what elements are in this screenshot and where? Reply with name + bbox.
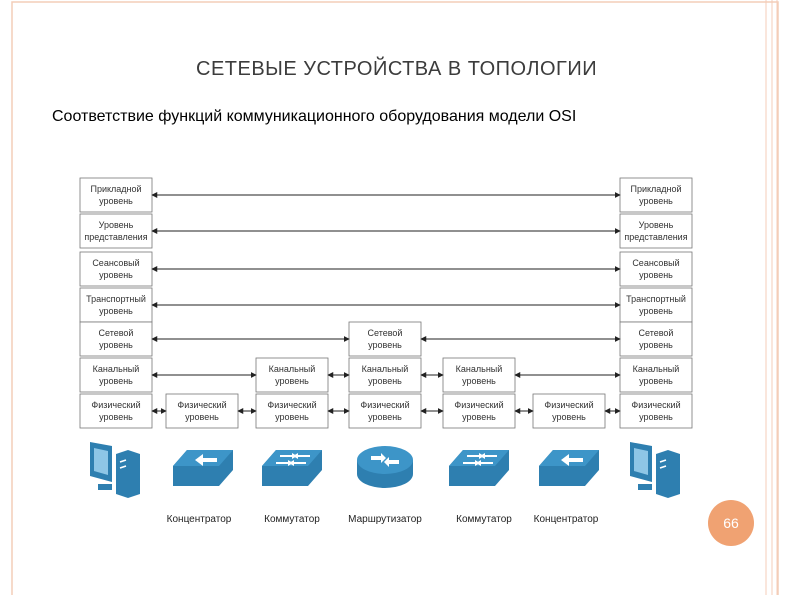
layer-box	[619, 287, 693, 323]
layer-label: Канальный	[93, 364, 140, 374]
layer-box	[442, 393, 516, 429]
layer-label: уровень	[639, 376, 673, 386]
layer-label: уровень	[368, 376, 402, 386]
layer-box	[348, 393, 422, 429]
page-number-badge: 66	[708, 500, 754, 546]
layer-label: уровень	[462, 412, 496, 422]
layer-label: уровень	[99, 340, 133, 350]
layer-label: Физический	[91, 400, 140, 410]
layer-label: Канальный	[362, 364, 409, 374]
layer-label: уровень	[368, 340, 402, 350]
layer-label: представления	[84, 232, 147, 242]
layer-box	[619, 321, 693, 357]
hub-icon	[173, 450, 233, 486]
layer-label: Физический	[631, 400, 680, 410]
layer-label: уровень	[552, 412, 586, 422]
computer-icon	[90, 442, 140, 498]
hub-icon	[539, 450, 599, 486]
stack-hub-2: Физический уровень	[532, 393, 606, 429]
layer-label: уровень	[639, 340, 673, 350]
stack-right-host: ПрикладнойуровеньУровеньпредставленияСеа…	[619, 177, 693, 429]
layer-box	[532, 393, 606, 429]
title-text: Сетевые устройства в топологии	[196, 58, 598, 80]
layer-box	[79, 393, 153, 429]
device-label: Концентратор	[167, 514, 232, 525]
layer-label: уровень	[99, 306, 133, 316]
switch-icon	[262, 450, 322, 486]
layer-label: уровень	[275, 376, 309, 386]
layer-label: представления	[624, 232, 687, 242]
layer-label: Уровень	[99, 220, 134, 230]
layer-label: Физический	[544, 400, 593, 410]
layer-label: Физический	[454, 400, 503, 410]
layer-label: Прикладной	[90, 184, 141, 194]
layer-label: Сеансовый	[632, 258, 679, 268]
layer-box	[79, 213, 153, 249]
layer-label: Физический	[360, 400, 409, 410]
layer-label: Прикладной	[630, 184, 681, 194]
layer-label: уровень	[185, 412, 219, 422]
layer-label: Транспортный	[626, 294, 686, 304]
layer-label: Канальный	[269, 364, 316, 374]
layer-label: уровень	[99, 376, 133, 386]
layer-label: Физический	[177, 400, 226, 410]
layer-box	[348, 321, 422, 357]
layer-label: уровень	[368, 412, 402, 422]
layer-label: Канальный	[456, 364, 503, 374]
device-label: Маршрутизатор	[348, 514, 422, 525]
switch-icon	[449, 450, 509, 486]
layer-box	[348, 357, 422, 393]
layer-label: Сеансовый	[92, 258, 139, 268]
layer-box	[619, 393, 693, 429]
layer-box	[79, 321, 153, 357]
device-label: Коммутатор	[456, 514, 512, 525]
layer-box	[255, 393, 329, 429]
layer-label: уровень	[99, 196, 133, 206]
layer-label: Канальный	[633, 364, 680, 374]
layer-label: уровень	[639, 412, 673, 422]
layer-label: Физический	[267, 400, 316, 410]
stack-router: СетевойуровеньКанальныйуровеньФизический…	[348, 321, 422, 429]
layer-box	[619, 357, 693, 393]
slide-title: Сетевые устройства в топологии	[196, 58, 597, 81]
layer-label: Сетевой	[639, 328, 674, 338]
slide-subtitle: Соответствие функций коммуникационного о…	[52, 108, 577, 125]
layer-label: уровень	[275, 412, 309, 422]
computer-icon	[630, 442, 680, 498]
stack-hub-1: Физический уровень	[165, 393, 239, 429]
layer-label: Уровень	[639, 220, 674, 230]
device-label: Концентратор	[534, 514, 599, 525]
layer-label: уровень	[99, 270, 133, 280]
stack-left-host: ПрикладнойуровеньУровеньпредставленияСеа…	[79, 177, 153, 429]
router-icon	[357, 446, 413, 488]
layer-box	[79, 177, 153, 213]
layer-label: Сетевой	[368, 328, 403, 338]
layer-label: уровень	[639, 306, 673, 316]
layer-label: уровень	[99, 412, 133, 422]
layer-box	[619, 177, 693, 213]
layer-label: Транспортный	[86, 294, 146, 304]
layer-label: уровень	[639, 196, 673, 206]
layer-box	[79, 251, 153, 287]
layer-label: уровень	[639, 270, 673, 280]
layer-label: Сетевой	[99, 328, 134, 338]
layer-box	[619, 251, 693, 287]
layer-box	[442, 357, 516, 393]
layer-label: уровень	[462, 376, 496, 386]
device-label: Коммутатор	[264, 514, 320, 525]
